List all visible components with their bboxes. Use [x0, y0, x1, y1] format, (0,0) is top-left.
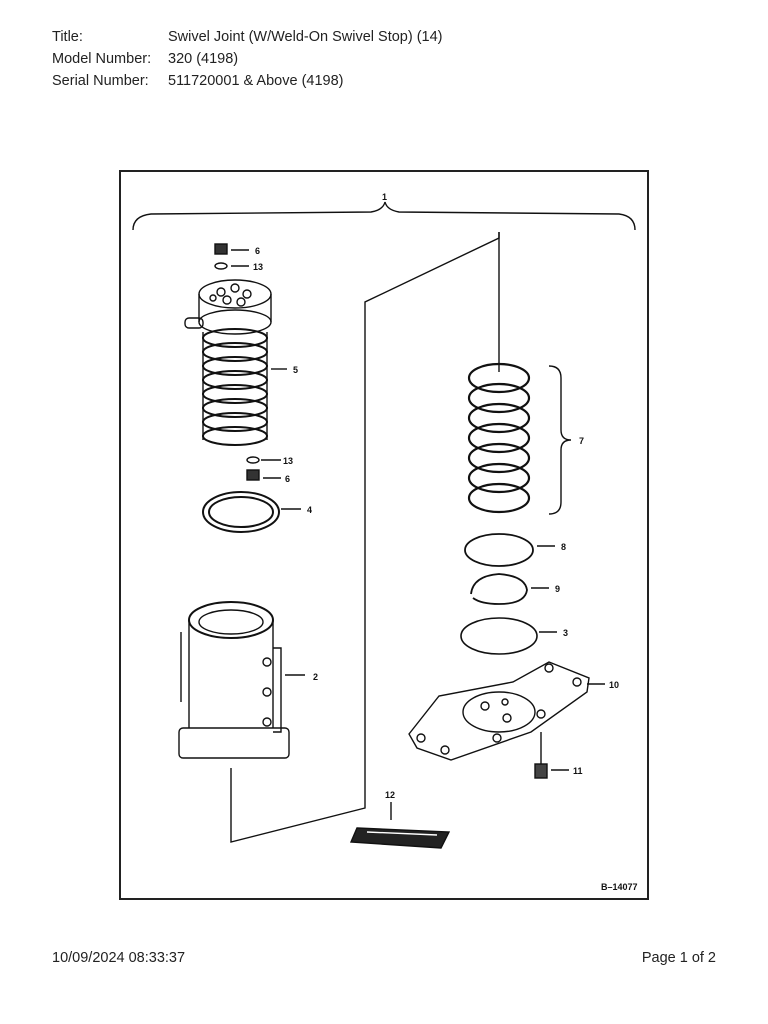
plug-bottom: [246, 469, 260, 481]
swivel-housing: [178, 601, 290, 759]
figure-code: B–14077: [601, 882, 638, 892]
callout-6-top: 6: [255, 246, 260, 256]
assembly-brace: [132, 201, 636, 231]
callout-3: 3: [563, 628, 568, 638]
oring-bottom: [246, 456, 260, 464]
callout-9: 9: [555, 584, 560, 594]
snap-ring: [470, 573, 528, 605]
callout-5: 5: [293, 365, 298, 375]
callout-11: 11: [573, 766, 583, 776]
callout-2: 2: [313, 672, 318, 682]
callout-13-bottom: 13: [283, 456, 293, 466]
serial-label: Serial Number:: [52, 73, 149, 89]
parts-diagram: 1 2 3 4 5 6 6 7 8 9 10 11 12 13 13 B–140…: [119, 170, 649, 900]
callout-4: 4: [307, 505, 312, 515]
page-indicator: Page 1 of 2: [641, 950, 716, 966]
serial-row: Serial Number: 511720001 & Above (4198): [52, 70, 443, 92]
swivel-spool: [184, 279, 272, 446]
model-label: Model Number:: [52, 51, 152, 67]
bolt: [534, 732, 548, 779]
document-header: Title: Swivel Joint (W/Weld-On Swivel St…: [52, 26, 443, 92]
oring-top: [214, 262, 228, 270]
model-value: 320 (4198): [168, 51, 239, 67]
plug-top: [214, 243, 228, 255]
title-value: Swivel Joint (W/Weld-On Swivel Stop) (14…: [168, 29, 443, 45]
callout-12: 12: [385, 790, 395, 800]
ring-3: [460, 617, 538, 655]
callout-13-top: 13: [253, 262, 263, 272]
decal: [349, 827, 451, 849]
seal-ring: [202, 491, 280, 533]
callout-1: 1: [382, 192, 387, 202]
callout-6-bottom: 6: [285, 474, 290, 484]
model-row: Model Number: 320 (4198): [52, 48, 443, 70]
seal-ring-stack: [467, 362, 531, 514]
title-row: Title: Swivel Joint (W/Weld-On Swivel St…: [52, 26, 443, 48]
title-label: Title:: [52, 29, 83, 45]
callout-8: 8: [561, 542, 566, 552]
serial-value: 511720001 & Above (4198): [168, 73, 344, 89]
swivel-stop-plate: [408, 661, 590, 761]
callout-10: 10: [609, 680, 619, 690]
exploded-view-drawing: 1 2 3 4 5 6 6 7 8 9 10 11 12 13 13 B–140…: [132, 192, 638, 892]
ring-stack-brace: [548, 365, 572, 515]
callout-7: 7: [579, 436, 584, 446]
print-timestamp: 10/09/2024 08:33:37: [52, 950, 186, 966]
ring-8: [464, 533, 534, 567]
